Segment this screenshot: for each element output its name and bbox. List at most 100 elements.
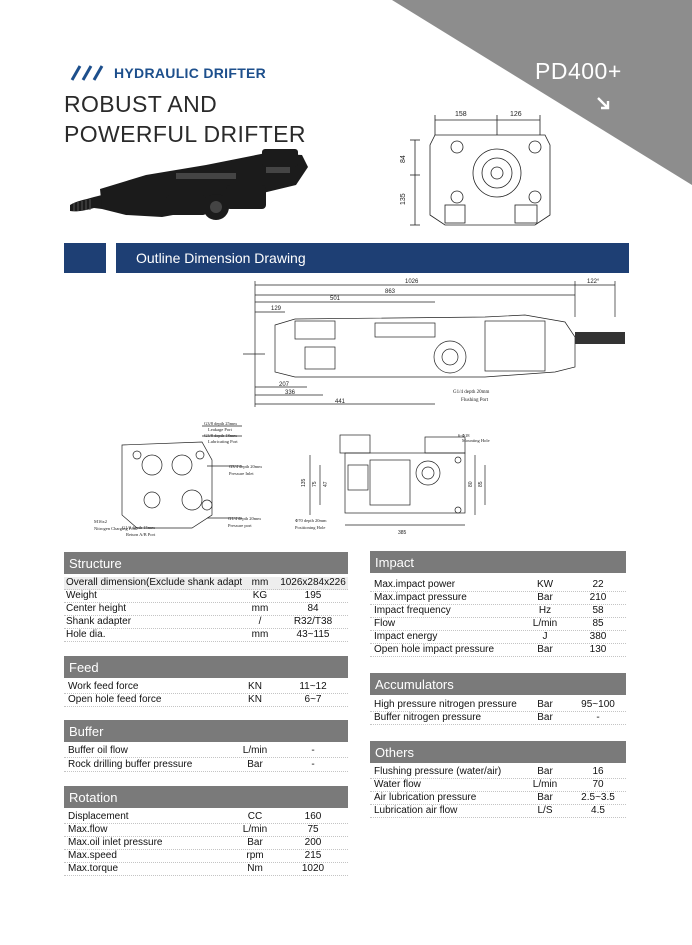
spec-label: Lubrication air flow xyxy=(374,805,458,816)
dim-126: 126 xyxy=(510,111,522,118)
table-row: Work feed force KN 11~12 xyxy=(64,681,348,694)
spec-label: Weight xyxy=(66,590,97,601)
spec-unit: KN xyxy=(248,681,262,692)
table-row: Open hole impact pressure Bar 130 xyxy=(370,644,626,657)
spec-value: 16 xyxy=(592,766,604,777)
spec-unit: rpm xyxy=(246,850,264,861)
spec-value: 11~12 xyxy=(299,681,327,692)
spec-unit: L/min xyxy=(532,618,558,629)
dim-b47: 47 xyxy=(323,481,329,487)
spec-label: Center height xyxy=(66,603,127,614)
spec-label: Air lubrication pressure xyxy=(374,792,477,803)
port-flush-spec: G1/4 depth 20mm xyxy=(453,390,489,395)
spec-value: 1026x284x226 xyxy=(280,577,346,588)
spec-value: R32/T38 xyxy=(293,616,333,627)
spec-label: Max.torque xyxy=(68,863,119,874)
port-lube-spec: G3/8 depth 18mm xyxy=(204,433,237,438)
rear-view-drawing: G3/8 depth 25mm Leakage Port G3/8 depth … xyxy=(94,421,262,537)
spec-label: Work feed force xyxy=(68,681,139,692)
spec-label: Hole dia. xyxy=(66,629,106,640)
table-row: Displacement CC 160 xyxy=(64,811,348,824)
corner-triangle-decoration xyxy=(392,0,692,185)
spec-value: - xyxy=(311,745,315,756)
spec-unit: Bar xyxy=(537,699,553,710)
drifter-product-image xyxy=(70,149,308,220)
hole-count: 6-Φ18 xyxy=(458,433,470,438)
hole-positioning: Positioning Hole xyxy=(295,525,325,530)
dim-84: 84 xyxy=(400,155,407,163)
spec-label: Impact energy xyxy=(374,631,438,642)
spec-unit: CC xyxy=(247,811,263,822)
side-view-drawing: 1026 863 501 129 122° 207 336 441 G1/4 d… xyxy=(243,279,625,407)
spec-value: 75 xyxy=(307,824,319,835)
spec-label: Rock drilling buffer pressure xyxy=(68,759,193,770)
port-press2-name: Pressure port xyxy=(228,523,252,528)
accumulators-header: Accumulators xyxy=(370,673,626,695)
table-row: Max.oil inlet pressure Bar 200 xyxy=(64,837,348,850)
spec-label: Buffer oil flow xyxy=(68,745,128,756)
spec-unit: J xyxy=(542,631,548,642)
table-row: Shank adapter / R32/T38 xyxy=(64,616,348,629)
dim-863: 863 xyxy=(385,289,396,295)
spec-label: Overall dimension(Exclude shank adapter) xyxy=(66,577,242,588)
spec-unit: Bar xyxy=(247,759,263,770)
spec-value: 380 xyxy=(589,631,607,642)
spec-label: Max.flow xyxy=(68,824,108,835)
spec-label: Max.oil inlet pressure xyxy=(68,837,163,848)
dim-b75: 75 xyxy=(312,481,318,487)
port-pressure-spec: G3/4 depth 20mm xyxy=(229,464,262,469)
port-leak-spec: G3/8 depth 25mm xyxy=(204,421,237,426)
spec-unit: mm xyxy=(251,629,269,640)
dim-b135: 135 xyxy=(301,478,307,487)
spec-unit: KN xyxy=(248,694,262,705)
port-g12-spec: G1/2 depth 15mm xyxy=(122,525,155,530)
dim-129: 129 xyxy=(271,306,282,312)
port-return: Return A/B Port xyxy=(126,532,156,537)
port-lube-name: Lubricating Port xyxy=(208,439,238,444)
dim-158: 158 xyxy=(455,111,467,118)
spec-value: 160 xyxy=(304,811,322,822)
spec-unit: Bar xyxy=(247,837,263,848)
spec-value: 2.5~3.5 xyxy=(581,792,615,803)
spec-unit: mm xyxy=(251,577,269,588)
table-row: Impact frequency Hz 58 xyxy=(370,605,626,618)
spec-value: 58 xyxy=(592,605,604,616)
spec-unit: KW xyxy=(536,579,554,590)
spec-label: Water flow xyxy=(374,779,421,790)
spec-value: 200 xyxy=(304,837,322,848)
spec-unit: Bar xyxy=(537,644,553,655)
port-leak-name: Leakage Port xyxy=(208,427,233,432)
buffer-header: Buffer xyxy=(64,720,348,742)
spec-unit: Bar xyxy=(537,592,553,603)
table-row: Rock drilling buffer pressure Bar - xyxy=(64,759,348,772)
hole-phi70: Φ70 depth 20mm xyxy=(295,518,327,523)
table-row: Max.speed rpm 215 xyxy=(64,850,348,863)
spec-unit: L/S xyxy=(537,805,553,816)
port-m16: M16x2 xyxy=(94,519,107,524)
table-row: Flow L/min 85 xyxy=(370,618,626,631)
dim-b85: 85 xyxy=(478,481,484,487)
table-row: Weight KG 195 xyxy=(64,590,348,603)
spec-value: 85 xyxy=(592,618,604,629)
spec-label: Open hole impact pressure xyxy=(374,644,495,655)
spec-label: High pressure nitrogen pressure xyxy=(374,699,517,710)
table-row: Flushing pressure (water/air) Bar 16 xyxy=(370,766,626,779)
spec-value: 195 xyxy=(304,590,322,601)
port-nitrogen: Nitrogen Charging Port xyxy=(94,526,137,531)
spec-unit: mm xyxy=(251,603,269,614)
table-row: Water flow L/min 70 xyxy=(370,779,626,792)
spec-label: Flushing pressure (water/air) xyxy=(374,766,502,777)
outline-banner: Outline Dimension Drawing xyxy=(116,243,629,273)
dim-501: 501 xyxy=(330,296,341,302)
impact-header: Impact xyxy=(370,551,626,573)
banner-accent-block xyxy=(64,243,106,273)
hole-mounting: Mounting Hole xyxy=(462,438,490,443)
dim-1026: 1026 xyxy=(405,279,419,285)
port-pressure-name: Pressure Inlet xyxy=(229,471,254,476)
dim-135: 135 xyxy=(400,193,407,205)
dim-122: 122° xyxy=(587,279,600,285)
spec-label: Max.speed xyxy=(68,850,117,861)
brand-row: HYDRAULIC DRIFTER xyxy=(66,65,266,81)
spec-value: 43~115 xyxy=(296,629,330,640)
spec-value: - xyxy=(311,759,315,770)
